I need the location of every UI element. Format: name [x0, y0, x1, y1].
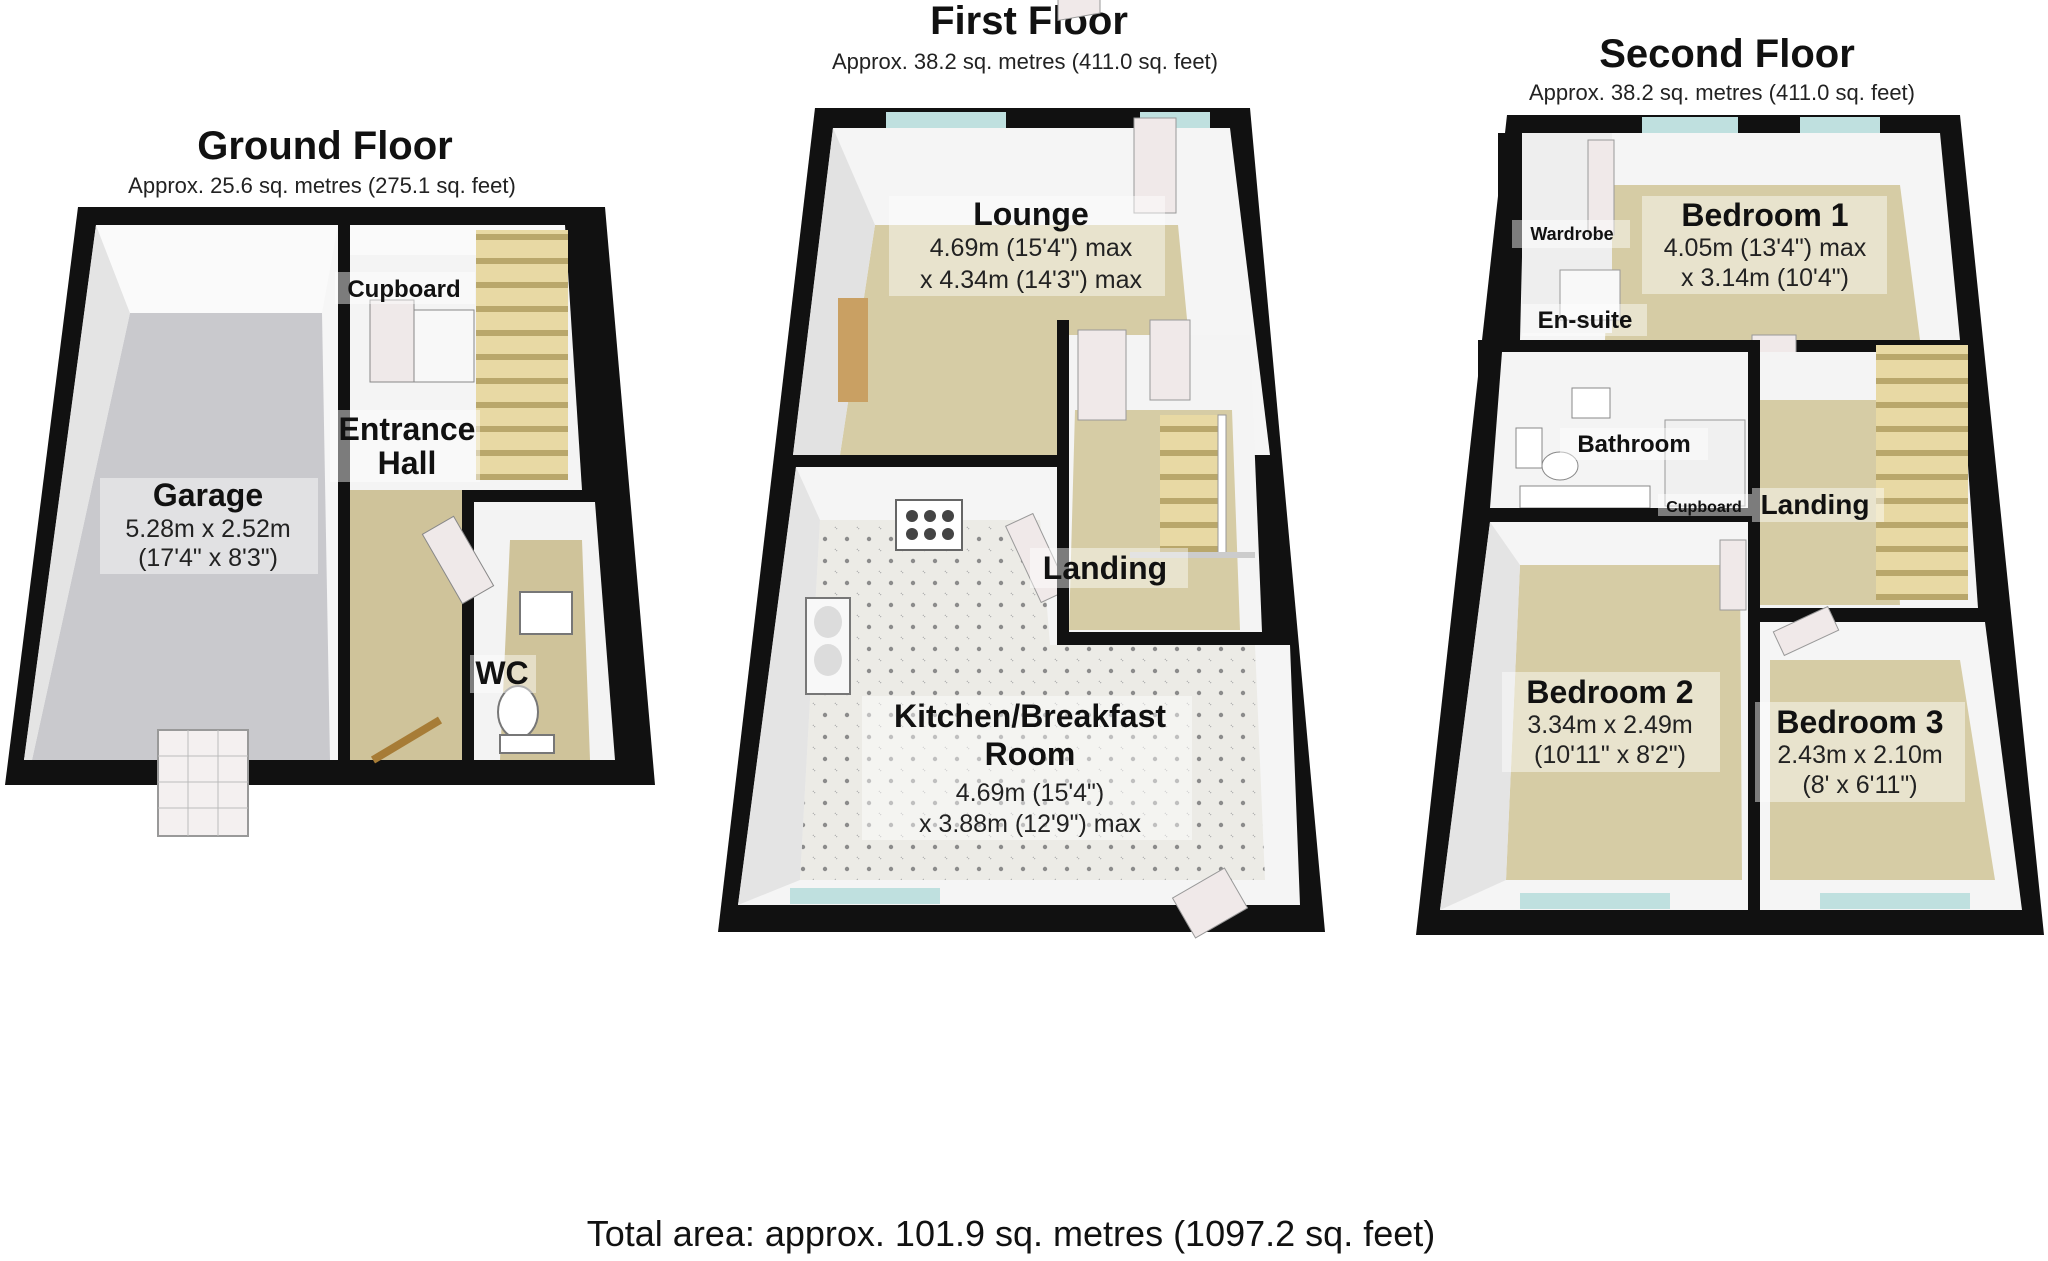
ground-cupboard-label: Cupboard [347, 276, 460, 303]
lounge-dim1: 4.69m (15'4") max [930, 234, 1133, 262]
kitchen-label-line1: Kitchen/Breakfast [894, 698, 1166, 734]
bedroom3-door [1772, 605, 1840, 657]
garage-dim1: 5.28m x 2.52m [125, 515, 290, 543]
bathroom-label: Bathroom [1577, 431, 1690, 458]
ground-staircase [476, 230, 568, 480]
lounge-fireplace [838, 298, 868, 402]
second-floor-title: Second Floor [1599, 32, 1855, 76]
garage-door [157, 729, 249, 837]
front-door-threshold [370, 716, 443, 764]
entrance-hall-label-line1: Entrance [339, 411, 476, 447]
bedroom2-label: Bedroom 2 [1526, 674, 1693, 710]
wc-door [421, 515, 495, 605]
bedroom1-window [1642, 117, 1738, 133]
ensuite-shower [1559, 269, 1621, 321]
bedroom3-dim2: (8' x 6'11") [1802, 771, 1917, 799]
wc-label: WC [475, 655, 528, 691]
lounge-dim2: x 4.34m (14'3") max [920, 266, 1143, 294]
bedroom3-room [1748, 605, 2022, 910]
lounge-door [1077, 329, 1127, 421]
lounge-patio-door-right [1133, 117, 1177, 214]
second-landing-label: Landing [1761, 489, 1870, 520]
wardrobe-door [1587, 139, 1615, 236]
ensuite-label: En-suite [1538, 307, 1633, 334]
bedroom3-dim1: 2.43m x 2.10m [1777, 741, 1942, 769]
wc-basin [519, 591, 573, 635]
bathroom-basin [1571, 387, 1611, 419]
wardrobe-label: Wardrobe [1530, 224, 1613, 244]
first-floor-area: Approx. 38.2 sq. metres (411.0 sq. feet) [832, 49, 1218, 74]
bedroom2-window [1520, 893, 1670, 909]
bedroom1-dim1: 4.05m (13'4") max [1664, 234, 1867, 262]
second-floor-area: Approx. 38.2 sq. metres (411.0 sq. feet) [1529, 80, 1915, 105]
lounge-window [886, 112, 1006, 128]
bedroom1-label: Bedroom 1 [1681, 197, 1848, 233]
first-floor: First Floor Approx. 38.2 sq. metres (411… [718, 0, 1325, 939]
kitchen-hob [895, 499, 963, 551]
ground-floor-area: Approx. 25.6 sq. metres (275.1 sq. feet) [128, 173, 516, 198]
lounge-label: Lounge [973, 196, 1089, 232]
bedroom3-window [1820, 893, 1970, 909]
total-area: Total area: approx. 101.9 sq. metres (10… [587, 1213, 1435, 1254]
bedroom2-door [1719, 539, 1747, 611]
bedroom3-label: Bedroom 3 [1776, 704, 1943, 740]
bedroom2-dim2: (10'11" x 8'2") [1534, 741, 1686, 769]
landing-bedroom-door [1149, 319, 1191, 401]
first-staircase [1160, 415, 1218, 555]
entrance-hall-label-line2: Hall [378, 445, 437, 481]
kitchen-back-door [1171, 867, 1249, 939]
garage-label: Garage [153, 477, 263, 513]
bedroom2-dim1: 3.34m x 2.49m [1527, 711, 1692, 739]
wardrobe-ensuite [1498, 133, 1621, 343]
second-cupboard-label: Cupboard [1666, 499, 1742, 516]
kitchen-dim1: 4.69m (15'4") [956, 779, 1104, 807]
wc-room [421, 490, 622, 785]
ground-floor-title: Ground Floor [197, 124, 453, 168]
second-landing-room [1664, 345, 1978, 608]
wc-toilet [497, 685, 539, 739]
bedroom2-room [1440, 508, 1760, 910]
landing-cupboard [1664, 419, 1746, 507]
garage-room [24, 225, 338, 837]
kitchen-dim2: x 3.88m (12'9") max [919, 810, 1142, 838]
kitchen-door [1004, 512, 1070, 604]
bedroom1-dim2: x 3.14m (10'4") [1681, 264, 1849, 292]
kitchen-window [790, 888, 940, 904]
lounge-patio-door-left [1057, 0, 1101, 22]
ground-floor: Ground Floor Approx. 25.6 sq. metres (27… [5, 124, 655, 837]
first-landing-label: Landing [1043, 550, 1167, 586]
bathroom-bath [1519, 485, 1651, 509]
ground-partition-wall [338, 207, 350, 785]
cupboard-door [369, 299, 415, 383]
garage-dim2: (17'4" x 8'3") [138, 544, 278, 572]
second-floor: Second Floor Approx. 38.2 sq. metres (41… [1416, 32, 2044, 935]
kitchen-label-line2: Room [985, 736, 1076, 772]
second-staircase [1876, 345, 1968, 600]
kitchen-room [738, 455, 1300, 939]
bedroom1-window-2 [1800, 117, 1880, 133]
first-landing-room [1057, 319, 1292, 645]
